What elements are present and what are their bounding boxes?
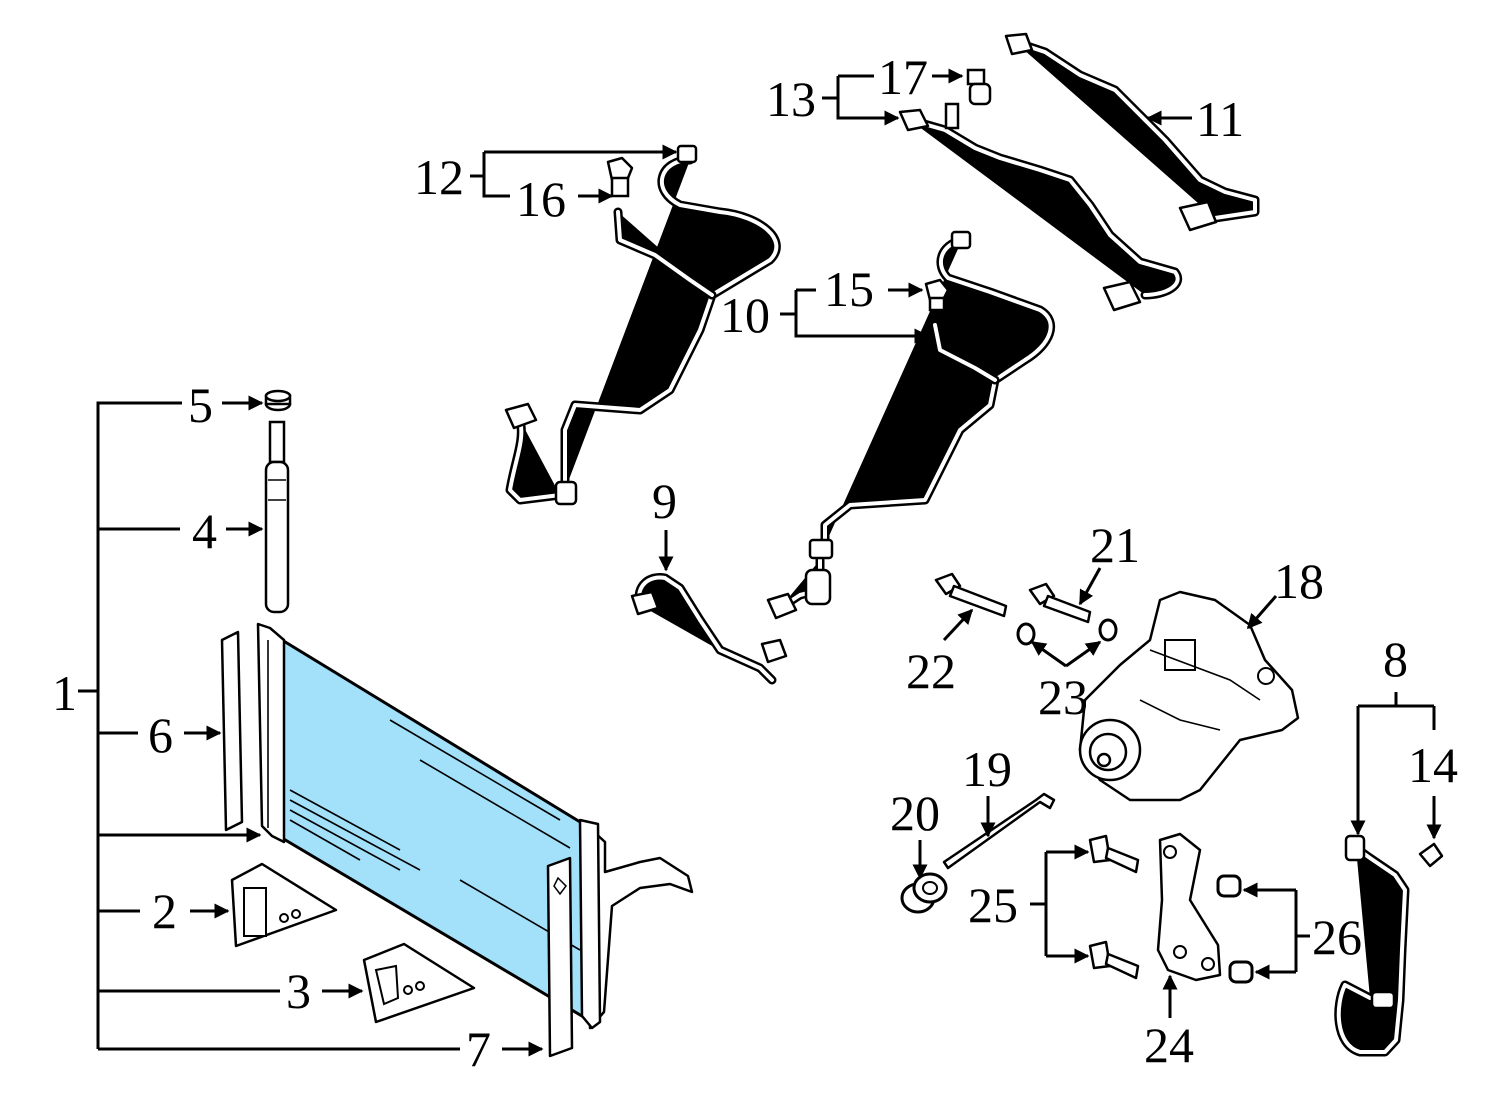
- bolt-22[interactable]: [934, 572, 1008, 618]
- callout-10[interactable]: 10: [720, 287, 770, 343]
- bolt-21[interactable]: [1028, 582, 1092, 624]
- pressure-switch-17[interactable]: [966, 68, 992, 106]
- seal-20[interactable]: [900, 872, 948, 914]
- callout-lines: [78, 68, 1442, 1057]
- callout-14[interactable]: 14: [1408, 737, 1458, 793]
- condenser-assembly[interactable]: [256, 622, 694, 1030]
- ac-line-11[interactable]: [1004, 32, 1255, 232]
- bushings-26[interactable]: [1216, 874, 1254, 984]
- callout-4[interactable]: 4: [192, 503, 217, 559]
- callout-23[interactable]: 23: [1038, 669, 1088, 725]
- ac-line-12[interactable]: [504, 144, 776, 506]
- seal-strip-7[interactable]: [546, 856, 574, 1058]
- bolt-15[interactable]: [924, 278, 950, 312]
- bolts-25[interactable]: [1088, 834, 1140, 980]
- callout-1[interactable]: 1: [52, 665, 77, 721]
- callout-18[interactable]: 18: [1274, 553, 1324, 609]
- ac-line-10[interactable]: [766, 230, 1051, 620]
- condenser-shroud: [588, 828, 694, 1030]
- callout-20[interactable]: 20: [890, 785, 940, 841]
- callout-17[interactable]: 17: [878, 49, 928, 105]
- callout-21[interactable]: 21: [1090, 517, 1140, 573]
- tube-19[interactable]: [942, 792, 1056, 870]
- callout-numbers: 1 2 3 4 5 6 7 8 9 10 11 12 13 14 15 16 1…: [52, 49, 1458, 1077]
- callout-12[interactable]: 12: [414, 149, 464, 205]
- compressor-18[interactable]: [1078, 590, 1300, 802]
- callout-19[interactable]: 19: [962, 741, 1012, 797]
- callout-16[interactable]: 16: [516, 171, 566, 227]
- ac-line-8[interactable]: [1339, 834, 1405, 1052]
- callout-2[interactable]: 2: [152, 883, 177, 939]
- bracket-24[interactable]: [1156, 832, 1222, 982]
- receiver-drier-4[interactable]: [264, 420, 290, 614]
- callout-5[interactable]: 5: [188, 377, 213, 433]
- callout-9[interactable]: 9: [652, 473, 677, 529]
- bracket-kit-2[interactable]: [230, 862, 338, 948]
- callout-24[interactable]: 24: [1144, 1017, 1194, 1073]
- callout-26[interactable]: 26: [1312, 909, 1362, 965]
- condenser-right-tank: [578, 818, 602, 1030]
- condenser-left-tank: [256, 622, 286, 844]
- callout-6[interactable]: 6: [148, 707, 173, 763]
- bracket-kit-3[interactable]: [362, 942, 476, 1024]
- callout-7[interactable]: 7: [466, 1021, 491, 1077]
- callout-22[interactable]: 22: [906, 643, 956, 699]
- callout-15[interactable]: 15: [824, 261, 874, 317]
- callout-11[interactable]: 11: [1196, 91, 1244, 147]
- callout-25[interactable]: 25: [968, 877, 1018, 933]
- receiver-cap-5[interactable]: [264, 389, 292, 412]
- callout-3[interactable]: 3: [286, 963, 311, 1019]
- callout-13[interactable]: 13: [766, 71, 816, 127]
- ac-line-9[interactable]: [630, 577, 788, 680]
- ac-line-13[interactable]: [898, 102, 1178, 312]
- seal-strip-6[interactable]: [220, 630, 244, 832]
- bolt-16[interactable]: [606, 156, 634, 198]
- valve-14[interactable]: [1418, 842, 1444, 868]
- washer-23[interactable]: [1016, 618, 1118, 646]
- callout-8[interactable]: 8: [1383, 631, 1408, 687]
